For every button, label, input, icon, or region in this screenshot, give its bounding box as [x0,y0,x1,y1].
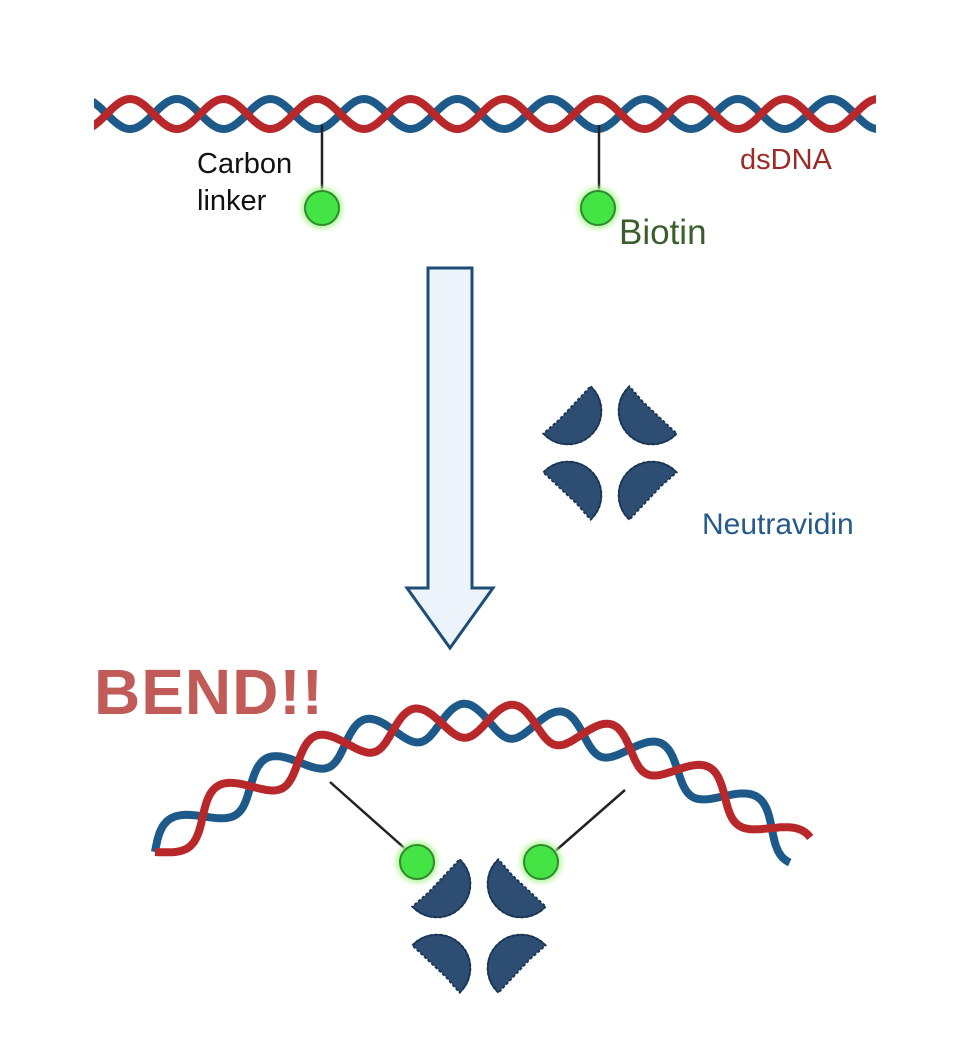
neutravidin-label: Neutravidin [702,508,854,541]
biotin-icon-left [301,187,343,229]
bend-label: BEND!! [94,656,324,728]
dna-strand-red-bent [154,700,814,857]
neutravidin-bound-icon [411,858,547,994]
dsdna-label: dsDNA [740,144,832,176]
biotin-bound-icon-right [520,841,562,883]
biotin-label: Biotin [619,213,707,252]
dsdna-bent [151,699,814,867]
biotin-bound-icon-left [396,841,438,883]
dna-strand-blue [94,94,876,134]
dna-strand-blue-bent [151,699,792,867]
dsdna-straight [94,94,876,134]
carbon-linker-bent-right [552,789,626,854]
biotin-icon-right [577,187,619,229]
neutravidin-icon [542,385,678,521]
carbon-linker-bent-left [329,781,411,854]
arrow-down-icon [404,266,496,651]
dna-strand-red [94,94,876,134]
